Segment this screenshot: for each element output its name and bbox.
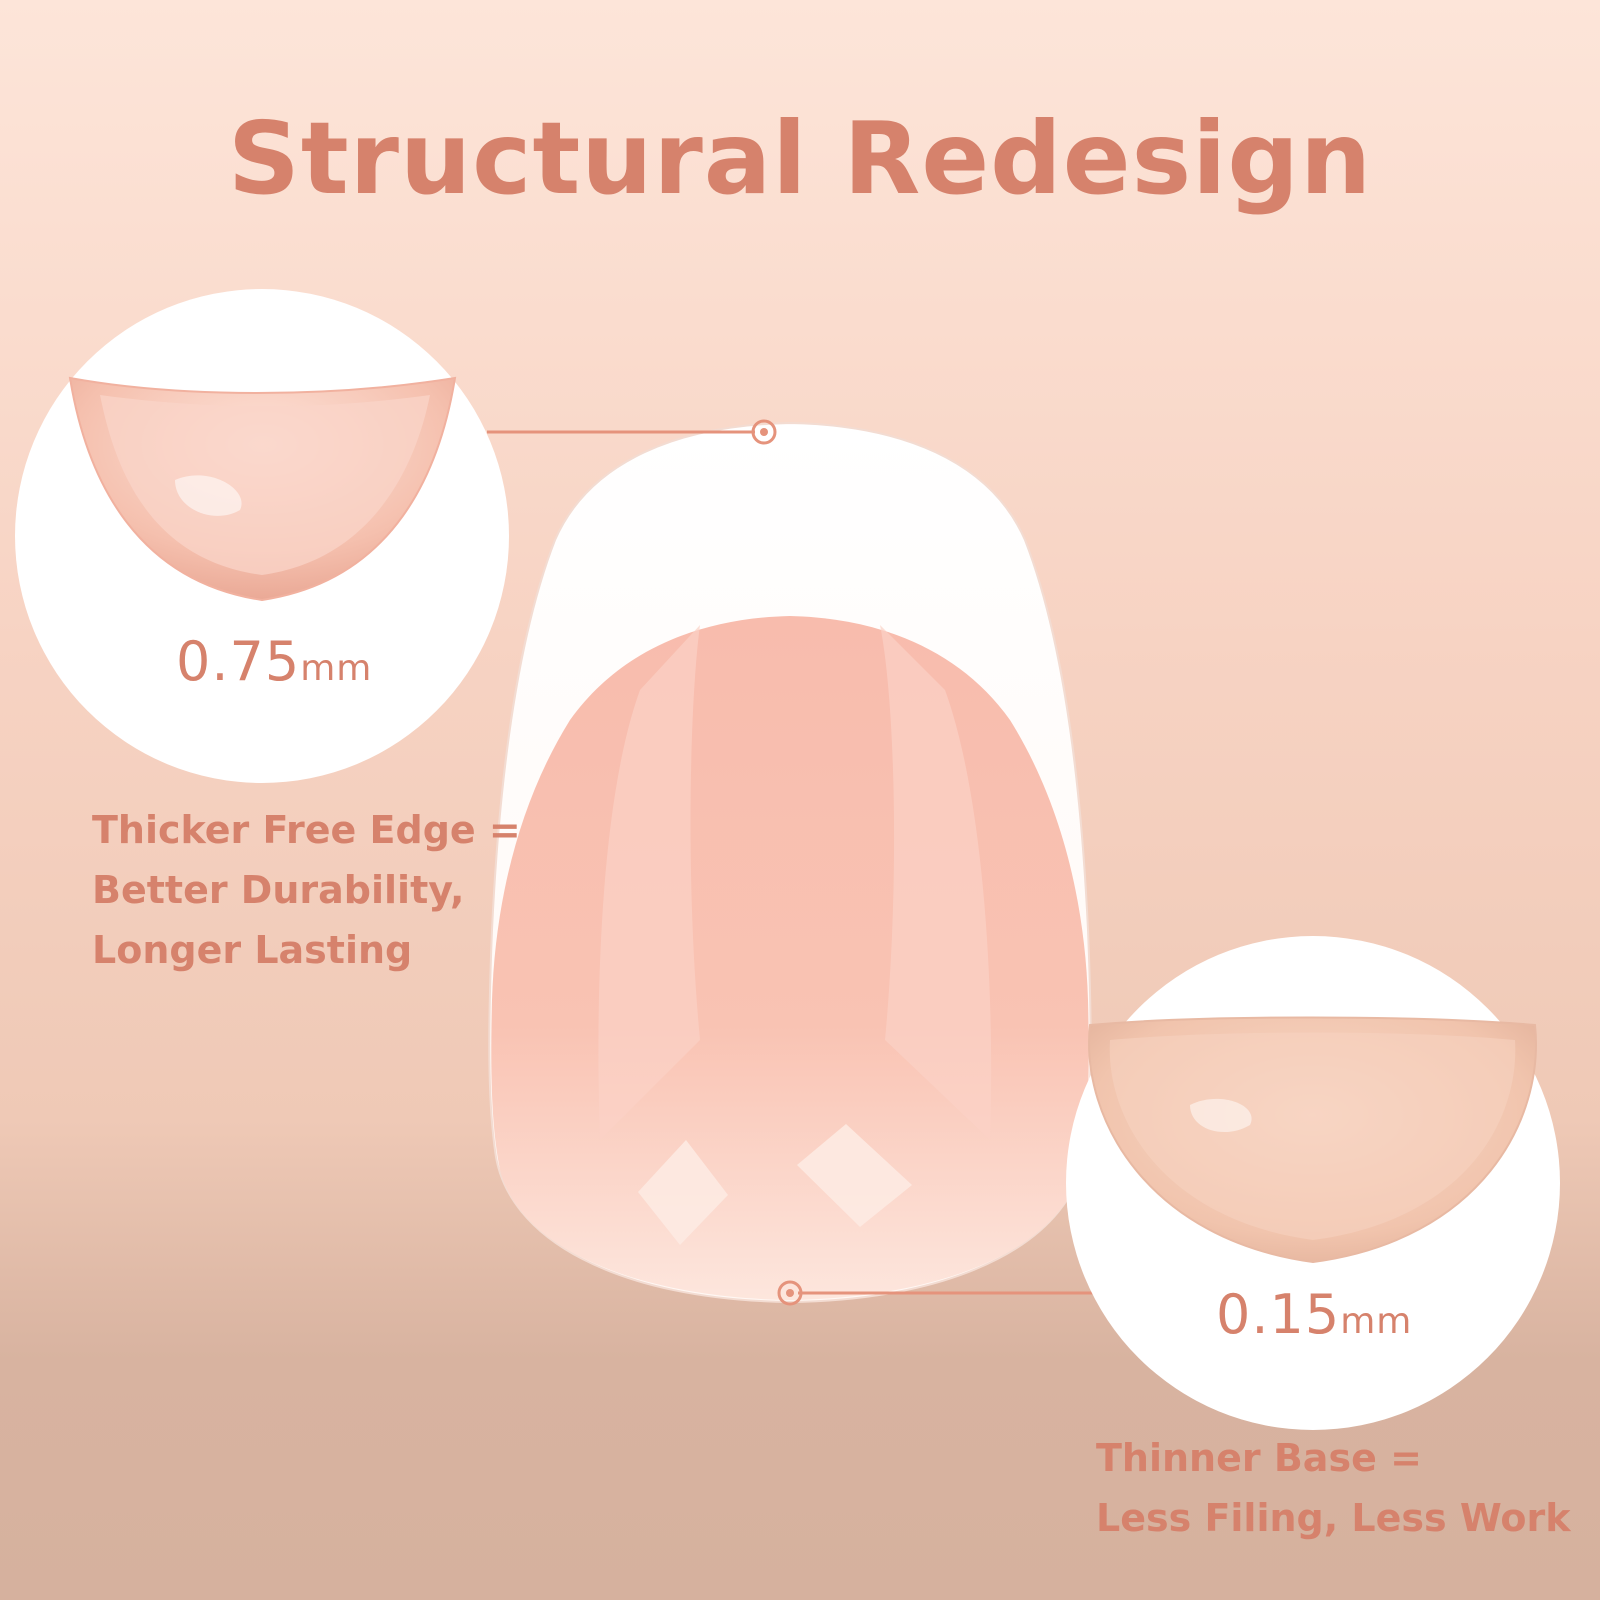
base-unit: mm bbox=[1340, 1301, 1413, 1342]
free-edge-caption-line: Longer Lasting bbox=[92, 928, 413, 972]
base-value: 0.15 bbox=[1216, 1283, 1341, 1346]
base-caption: Thinner Base = Less Filing, Less Work bbox=[1096, 1428, 1571, 1548]
base-caption-line: Thinner Base = bbox=[1096, 1436, 1422, 1480]
top-connector-dot bbox=[751, 419, 777, 445]
base-caption-line: Less Filing, Less Work bbox=[1096, 1496, 1571, 1540]
free-edge-value: 0.75 bbox=[176, 630, 301, 693]
free-edge-caption-line: Thicker Free Edge = bbox=[92, 808, 521, 852]
nail-highlight-left bbox=[598, 625, 700, 1140]
nail-glare-right bbox=[797, 1124, 912, 1227]
free-edge-thickness: 0.75mm bbox=[176, 630, 372, 693]
free-edge-caption: Thicker Free Edge = Better Durability, L… bbox=[92, 800, 521, 980]
free-edge-caption-line: Better Durability, bbox=[92, 868, 465, 912]
nail-glare-left bbox=[638, 1140, 728, 1245]
bottom-connector-dot bbox=[777, 1280, 803, 1306]
nail-body bbox=[491, 616, 1089, 1300]
base-thickness: 0.15mm bbox=[1216, 1283, 1412, 1346]
nail-highlight-right bbox=[880, 625, 992, 1140]
free-edge-unit: mm bbox=[300, 648, 373, 689]
page-title: Structural Redesign bbox=[227, 100, 1373, 217]
